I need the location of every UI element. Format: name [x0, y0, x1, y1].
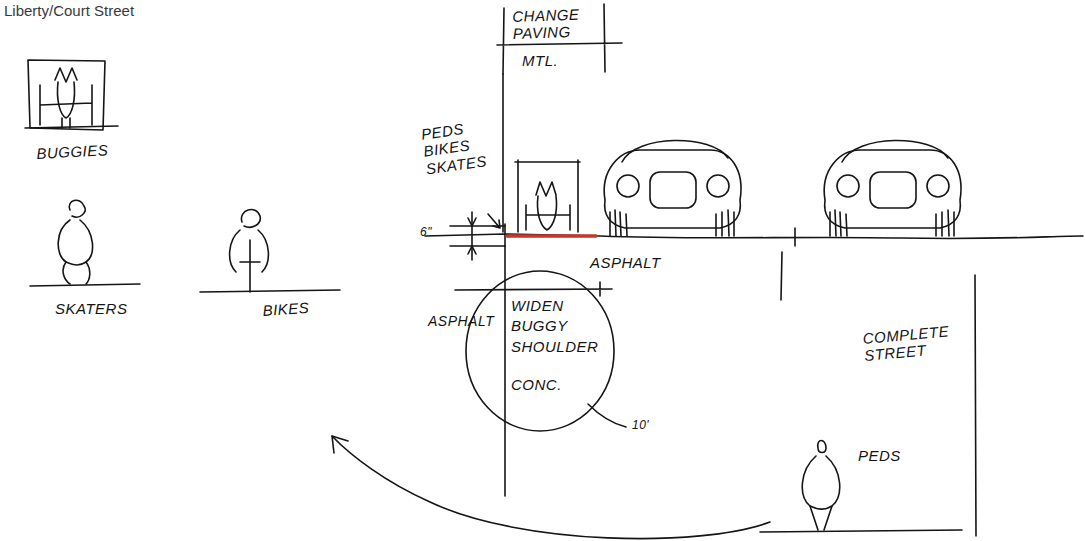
dimension-text: 6" [420, 226, 432, 240]
dimension-text: 10' [632, 419, 649, 433]
section-line [504, 246, 506, 496]
note-text: CHANGE PAVING [512, 6, 580, 43]
buggy-figure [515, 160, 580, 232]
curb-line [504, 224, 506, 246]
shoulder-highlight [507, 234, 596, 238]
ground-line [425, 234, 1083, 239]
curve-arrow [332, 436, 770, 539]
buggy-figure [25, 60, 118, 130]
section-line [975, 275, 976, 536]
material-label: ASPHALT [590, 254, 661, 271]
note-text: COMPLETE STREET [862, 322, 951, 364]
note-text: MTL. [522, 52, 558, 69]
circle-outline [466, 271, 614, 431]
dimension-line [455, 282, 612, 296]
figure-label: SKATERS [55, 300, 127, 317]
figure-label: BIKES [262, 299, 310, 319]
dimension-bracket [497, 4, 622, 232]
car-figure [824, 140, 961, 236]
material-label: ASPHALT [428, 313, 494, 329]
dimension-mark [450, 212, 505, 260]
user-label: PEDS BIKES SKATES [420, 117, 488, 177]
material-label: CONC. [511, 375, 562, 395]
bike-figure [200, 209, 340, 292]
leader-line [588, 404, 626, 427]
figure-label: PEDS [858, 447, 901, 464]
page-title: Liberty/Court Street [4, 2, 134, 19]
pedestrian-figure [760, 441, 962, 533]
callout-text: WIDEN BUGGY SHOULDER [511, 296, 598, 357]
figure-label: BUGGIES [36, 141, 109, 162]
skater-figure [30, 200, 140, 286]
car-figure [604, 140, 741, 236]
divider-line [781, 228, 795, 300]
callout-circle: WIDEN BUGGY SHOULDER CONC. [465, 270, 615, 432]
arrowhead [332, 436, 348, 453]
